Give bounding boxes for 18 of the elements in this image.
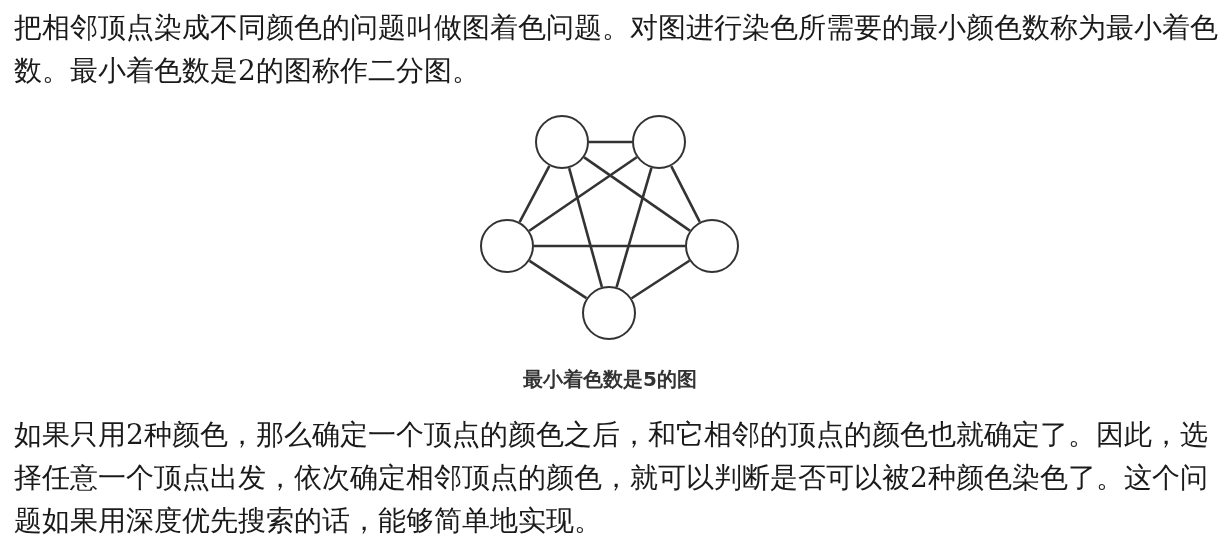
edge-line [630,259,691,300]
paragraph: 把相邻顶点染成不同颜色的问题叫做图着色问题。对图进行染色所需要的最小颜色数称为最小着色数。最小着色数是2的图称作二分图。 [14,10,1219,89]
paragraph: 如果只用2种颜色，那么确定一个顶点的颜色之后，和它相邻的顶点的颜色也就确定了。因此，选择任意一个顶点出发，依次确定相邻顶点的颜色，就可以判断是否可以被2种颜色染色了。这个问题如果用深度优先搜索的话，能够简单地实现。 [14,417,1209,539]
edge-line [518,165,551,223]
figure-caption: 最小着色数是5的图 [523,366,697,393]
vertex-circle [685,219,739,273]
edge-line [528,156,638,232]
edge-line [534,244,685,248]
edge-line [583,156,691,232]
vertex-circle [632,115,686,169]
vertex-circle [535,115,589,169]
edge-line [670,165,701,223]
edge-line [567,167,604,288]
vertex-circle [582,286,636,340]
edge-line [589,140,632,144]
edge-line [528,259,588,300]
vertex-circle [480,219,534,273]
edge-line [615,167,653,288]
